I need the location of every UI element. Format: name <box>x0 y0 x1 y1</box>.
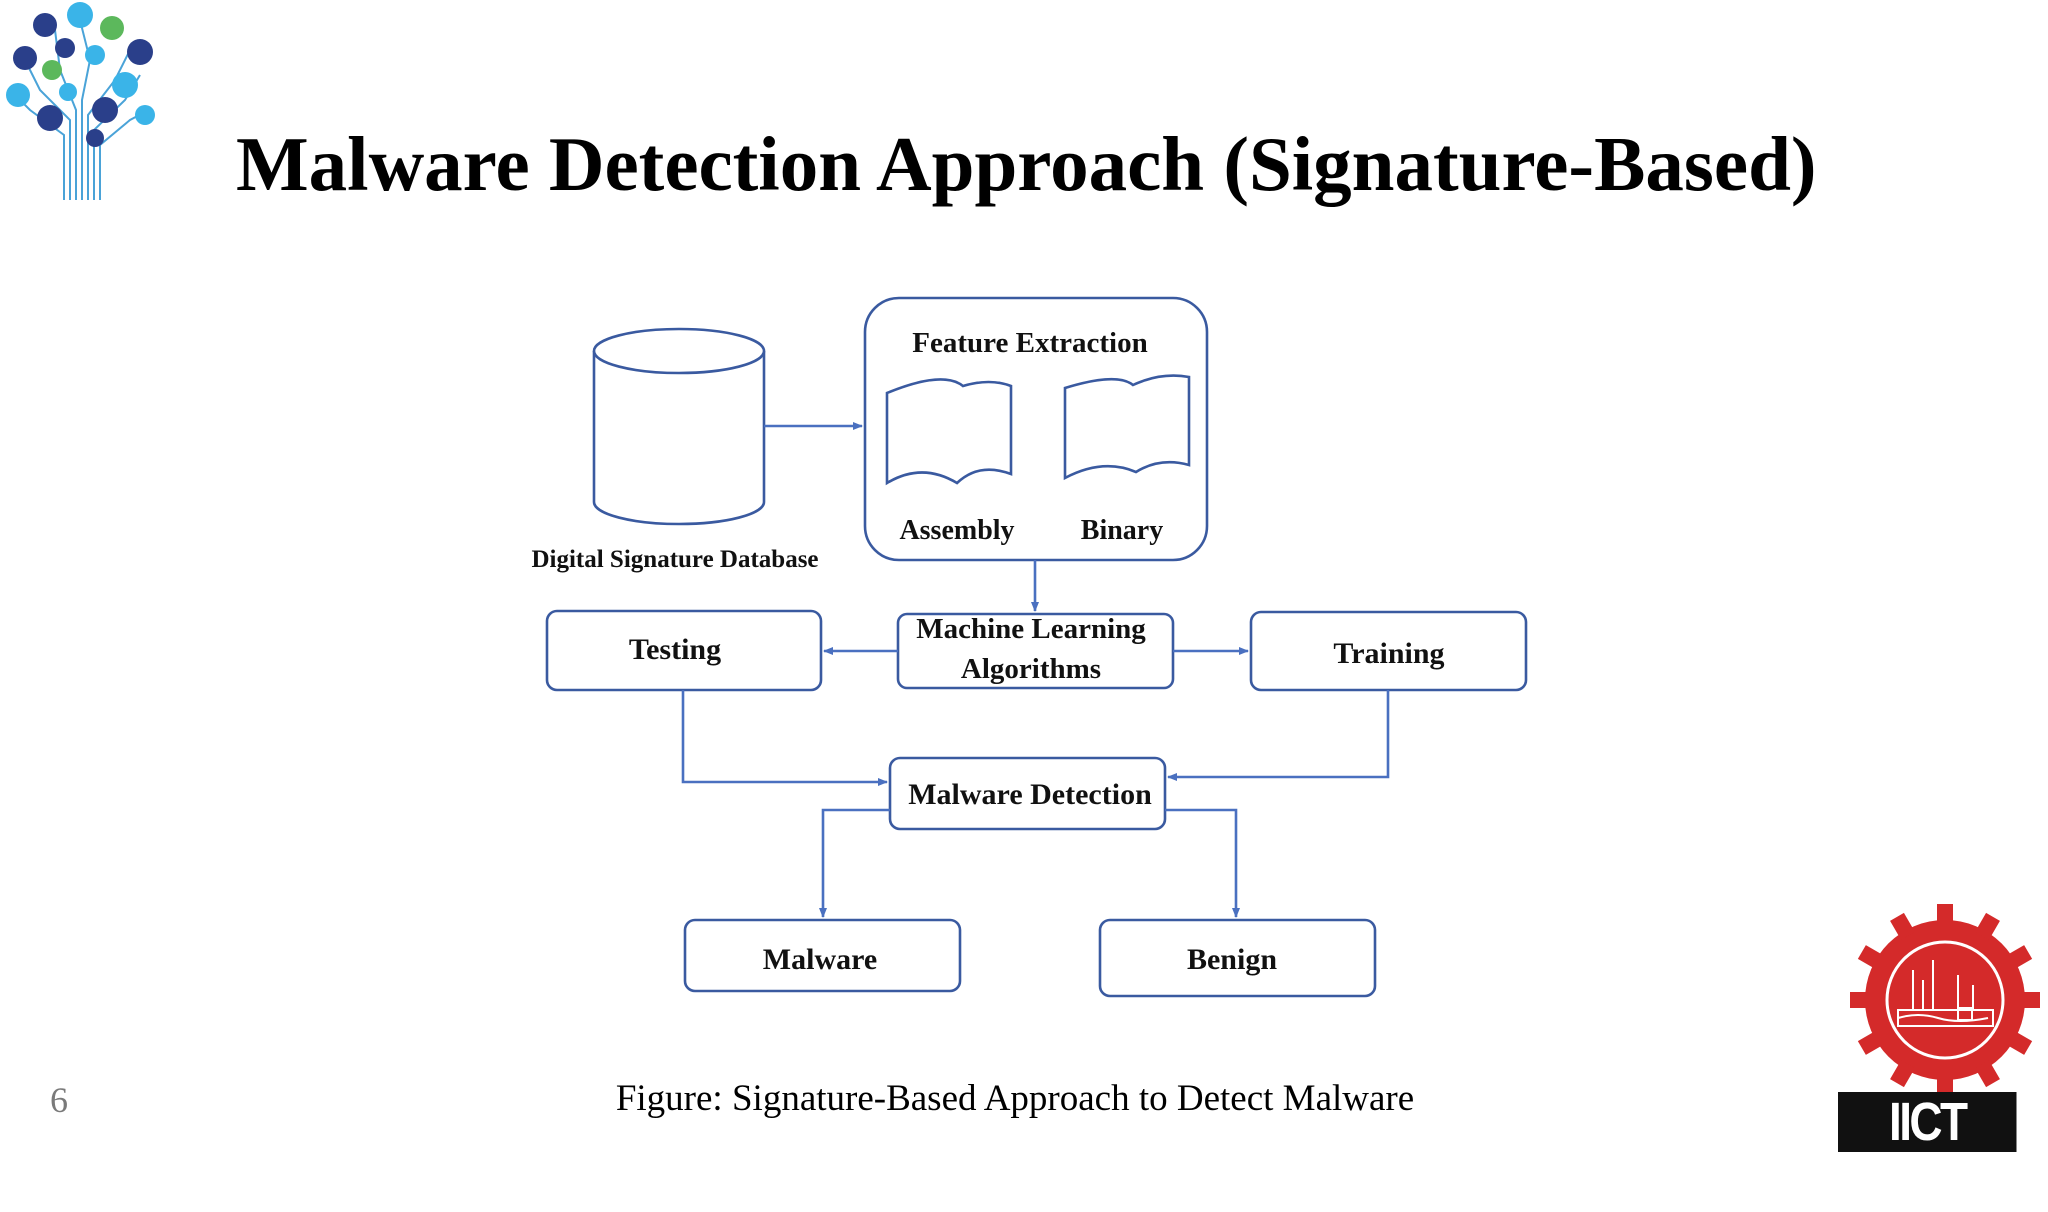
training-label: Training <box>1333 637 1444 670</box>
edge-detection-to-benign <box>1165 808 1240 918</box>
buet-gear-logo-icon <box>1850 904 2040 1095</box>
malware-detection-label: Malware Detection <box>908 778 1152 811</box>
signature-based-flow-diagram: Digital Signature Database Feature Extra… <box>531 296 1528 998</box>
benign-label: Benign <box>1187 943 1277 976</box>
buet-logo-wordmark: IICT BUET <box>1838 1092 2017 1212</box>
binary-label: Binary <box>1081 515 1163 546</box>
database-label: Digital Signature Database <box>531 546 818 573</box>
feature-extraction-label: Feature Extraction <box>912 327 1147 359</box>
figure-caption: Figure: Signature-Based Approach to Dete… <box>615 1078 1415 1119</box>
malware-label: Malware <box>763 943 877 976</box>
testing-label: Testing <box>629 633 721 666</box>
machine-learning-label-line1: Machine Learning <box>916 613 1146 645</box>
benign-box <box>1098 918 1377 998</box>
assembly-label: Assembly <box>899 515 1014 546</box>
machine-learning-label-line2: Algorithms <box>961 653 1101 685</box>
malware-box <box>683 918 962 993</box>
malware-detection-box <box>888 756 1167 831</box>
edge-detection-to-malware <box>819 808 890 918</box>
binary-document-icon <box>1063 374 1191 481</box>
edge-training-to-detection <box>1167 690 1390 781</box>
tree-logo-icon <box>6 2 155 200</box>
edge-testing-to-detection <box>681 690 888 786</box>
assembly-document-icon <box>885 378 1013 486</box>
slide-title: Malware Detection Approach (Signature-Ba… <box>236 121 1817 207</box>
database-cylinder-icon <box>592 327 766 526</box>
slide-number: 6 <box>50 1080 68 1120</box>
